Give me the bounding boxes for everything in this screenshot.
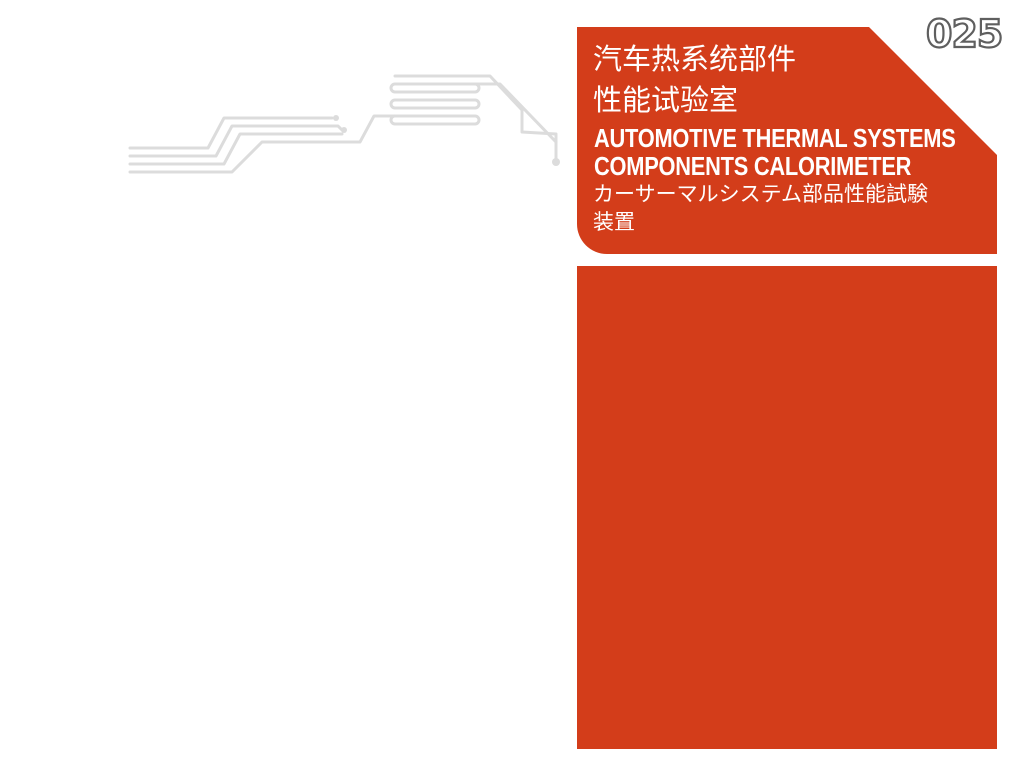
title-chinese-line2: 性能试验室 — [593, 83, 739, 117]
title-panel: 汽车热系统部件 性能试验室 AUTOMOTIVE THERMAL SYSTEMS… — [577, 27, 997, 254]
page-number: 025 — [925, 12, 1005, 56]
title-english-line2: COMPONENTS CALORIMETER — [594, 151, 912, 181]
title-panel-background — [577, 27, 997, 254]
title-chinese-line1: 汽车热系统部件 — [593, 42, 797, 76]
title-english-line1: AUTOMOTIVE THERMAL SYSTEMS — [594, 123, 956, 153]
content-panel — [577, 266, 997, 749]
title-japanese-line2: 装置 — [593, 210, 635, 234]
circuit-lines-graphic — [128, 74, 560, 174]
title-japanese-line1: カーサーマルシステム部品性能試験 — [593, 182, 928, 206]
